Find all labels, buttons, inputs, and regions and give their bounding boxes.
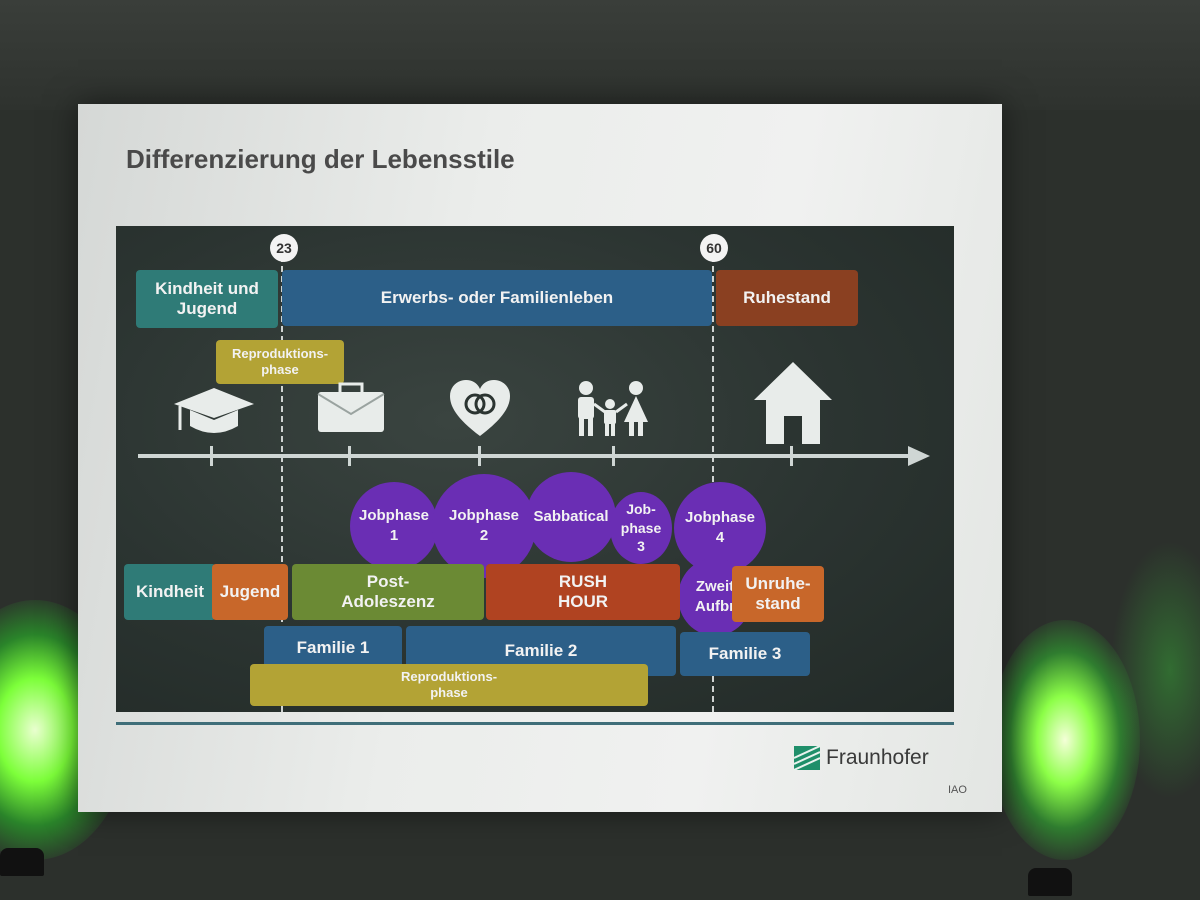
phase-jugend: Jugend: [212, 564, 288, 620]
bubble-sabbatical: Sabbatical: [526, 472, 616, 562]
slide-title: Differenzierung der Lebensstile: [126, 144, 515, 174]
phase-rush-hour: RUSH HOUR: [486, 564, 680, 620]
age-marker-line-23: [281, 256, 283, 712]
phase-reproduktion-bottom: Reproduktions- phase: [250, 664, 648, 706]
logo-name: Fraunhofer: [826, 746, 929, 769]
logo-sub: IAO: [948, 784, 967, 796]
graduation-cap-icon: [174, 388, 254, 433]
light-fixture-right: [1028, 868, 1072, 896]
fraunhofer-logo: Fraunhofer: [794, 746, 929, 770]
phase-kindheit-und-jugend: Kindheit und Jugend: [136, 270, 278, 328]
timeline-axis: [138, 454, 908, 458]
timeline-tick: [348, 446, 351, 466]
phase-familie-1: Familie 1: [264, 626, 402, 670]
bubble-jobphase-2: Jobphase 2: [432, 474, 536, 578]
projection-screen: Differenzierung der Lebensstile 23 60 Ki…: [78, 104, 1002, 812]
timeline-tick: [790, 446, 793, 466]
phase-kindheit: Kindheit: [124, 564, 216, 620]
bubble-jobphase-1: Jobphase 1: [350, 482, 438, 570]
family-icon: [578, 381, 648, 436]
bubble-jobphase-3: Job- phase 3: [610, 492, 672, 564]
briefcase-icon: [317, 382, 385, 432]
house-icon: [754, 362, 832, 444]
timeline-tick: [478, 446, 481, 466]
lifestyle-diagram: 23 60 Kindheit und Jugend Erwerbs- oder …: [116, 226, 954, 712]
age-badge-60: 60: [700, 234, 728, 262]
timeline-arrowhead: [908, 446, 930, 466]
slide-divider: [116, 722, 954, 725]
timeline-tick: [210, 446, 213, 466]
phase-ruhestand: Ruhestand: [716, 270, 858, 326]
heart-rings-icon: [450, 380, 510, 436]
age-badge-23: 23: [270, 234, 298, 262]
phase-unruhestand: Unruhe- stand: [732, 566, 824, 622]
stage-light-glow: [1110, 540, 1200, 800]
phase-familie-3: Familie 3: [680, 632, 810, 676]
fraunhofer-logo-icon: [794, 746, 820, 770]
stage-light-right: [990, 620, 1140, 860]
ceiling: [0, 0, 1200, 110]
light-fixture-left: [0, 848, 44, 876]
phase-reproduktion-top: Reproduktions- phase: [216, 340, 344, 384]
timeline-tick: [612, 446, 615, 466]
phase-erwerbs-familienleben: Erwerbs- oder Familienleben: [282, 270, 712, 326]
phase-post-adoleszenz: Post- Adoleszenz: [292, 564, 484, 620]
